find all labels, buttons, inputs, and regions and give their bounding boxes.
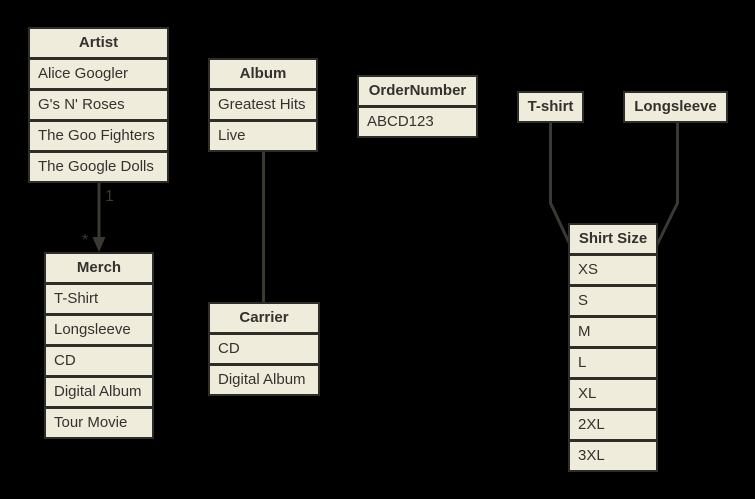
entity-table-album: Album Greatest Hits Live (208, 58, 318, 152)
entity-table-shirt-size: Shirt Size XS S M L XL 2XL 3XL (568, 223, 658, 472)
table-row: 2XL (570, 411, 656, 439)
entity-table-ordernumber: OrderNumber ABCD123 (357, 75, 478, 138)
connector-tshirt-shirtsize (549, 123, 574, 250)
multiplicity-label-target: * (82, 232, 88, 249)
table-row: Alice Googler (30, 60, 167, 88)
table-row: Longsleeve (46, 316, 152, 344)
table-row: Live (210, 122, 316, 150)
entity-header: T-shirt (519, 93, 582, 121)
table-row: Digital Album (46, 378, 152, 406)
table-row: Greatest Hits (210, 91, 316, 119)
table-row: CD (46, 347, 152, 375)
table-row: 3XL (570, 442, 656, 470)
table-row: G's N' Roses (30, 91, 167, 119)
entity-header: Artist (30, 29, 167, 57)
entity-table-longsleeve: Longsleeve (623, 91, 728, 123)
entity-table-merch: Merch T-Shirt Longsleeve CD Digital Albu… (44, 252, 154, 439)
multiplicity-label-source: 1 (105, 188, 114, 205)
entity-header: Carrier (210, 304, 318, 332)
table-row: M (570, 318, 656, 346)
entity-header: OrderNumber (359, 77, 476, 105)
connector-artist-merch: 1 * (82, 183, 114, 252)
entity-table-tshirt: T-shirt (517, 91, 584, 123)
table-row: T-Shirt (46, 285, 152, 313)
table-row: CD (210, 335, 318, 363)
table-row: The Goo Fighters (30, 122, 167, 150)
arrow-head-icon (92, 237, 106, 252)
table-row: L (570, 349, 656, 377)
entity-table-carrier: Carrier CD Digital Album (208, 302, 320, 396)
entity-table-artist: Artist Alice Googler G's N' Roses The Go… (28, 27, 169, 183)
entity-header: Merch (46, 254, 152, 282)
table-row: XS (570, 256, 656, 284)
table-row: XL (570, 380, 656, 408)
table-row: S (570, 287, 656, 315)
table-row: ABCD123 (359, 108, 476, 136)
table-row: Digital Album (210, 366, 318, 394)
table-row: Tour Movie (46, 409, 152, 437)
entity-header: Longsleeve (625, 93, 726, 121)
table-row: The Google Dolls (30, 153, 167, 181)
connector-longsleeve-shirtsize (653, 123, 679, 250)
entity-header: Album (210, 60, 316, 88)
entity-header: Shirt Size (570, 225, 656, 253)
